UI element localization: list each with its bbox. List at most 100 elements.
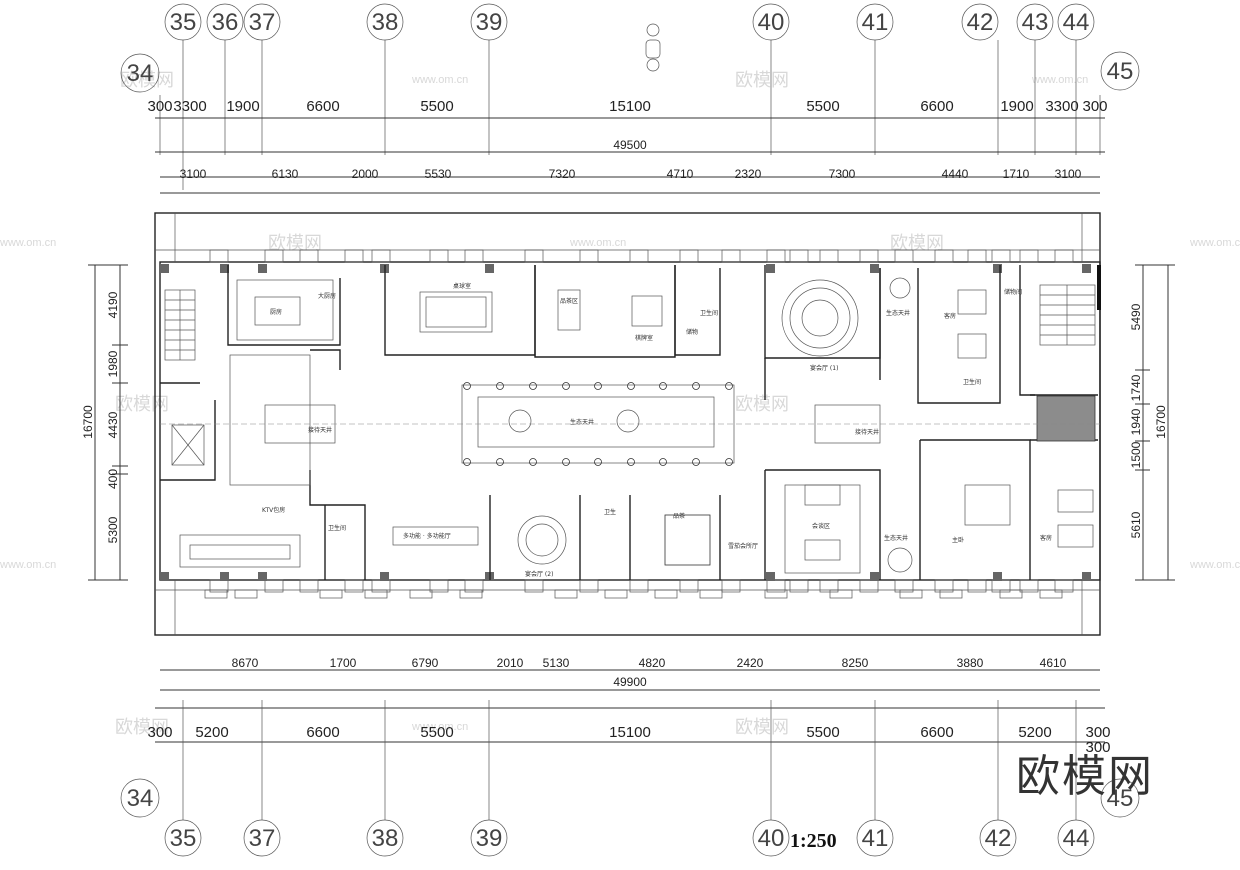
grid-bubble: 35	[164, 819, 202, 857]
svg-text:雪茄会所厅: 雪茄会所厅	[728, 542, 758, 550]
grid-bubble-label: 40	[758, 9, 785, 36]
dimension-label: 1900	[1000, 98, 1033, 115]
dimension-lines-bottom	[155, 669, 1105, 743]
dimension-label: 1740	[1129, 374, 1143, 401]
grid-bubble-label: 44	[1063, 825, 1090, 852]
dimension-label: 4820	[639, 656, 666, 670]
svg-text:卫生: 卫生	[604, 508, 616, 516]
dimension-label: 3880	[957, 656, 984, 670]
svg-text:45: 45	[1107, 58, 1134, 85]
svg-text:多功能 · 多功能厅: 多功能 · 多功能厅	[403, 532, 451, 540]
grid-lines-top	[159, 40, 1101, 190]
svg-text:主卧: 主卧	[952, 536, 964, 544]
room-bedroom-1: 客房 储物间 卫生间	[944, 288, 1022, 386]
svg-text:生态天井: 生态天井	[884, 534, 908, 542]
dimension-label: 5610	[1129, 511, 1143, 538]
dimension-label: 8250	[842, 656, 869, 670]
svg-text:KTV包房: KTV包房	[262, 506, 285, 514]
room-lounge: 雪茄会所厅	[728, 542, 758, 550]
bottom-total-dimension: 49900	[613, 675, 647, 689]
watermarks: 欧模网 www.om.cn 欧模网 www.om.cn www.om.cn 欧模…	[0, 70, 1240, 737]
grid-bubble-label: 42	[985, 825, 1012, 852]
dimension-label: 6600	[306, 98, 339, 115]
brand-logo: 欧模网	[1016, 751, 1154, 802]
room-light-well: 生态天井	[886, 277, 911, 317]
grid-bubble-label: 36	[212, 9, 239, 36]
dimension-label: 5200	[1018, 724, 1051, 741]
dimension-label: 1710	[1003, 167, 1030, 181]
dimension-label: 300	[1082, 98, 1107, 115]
svg-text:储物: 储物	[686, 328, 698, 336]
grid-lines-bottom	[182, 700, 1077, 820]
dimension-label: 300	[1085, 739, 1110, 756]
svg-text:卫生间: 卫生间	[963, 378, 981, 386]
watermark: 欧模网	[115, 394, 169, 414]
watermark-url: www.om.cn	[411, 721, 468, 733]
scale-label: 1:250	[790, 830, 837, 852]
top-total-dimension: 49500	[613, 138, 647, 152]
grid-bubble: 39	[470, 819, 508, 857]
svg-text:34: 34	[127, 785, 154, 812]
watermark-url: www.om.cn	[0, 237, 56, 249]
dimension-label: 1500	[1129, 441, 1143, 468]
dimension-label: 4610	[1040, 656, 1067, 670]
dimension-label: 2320	[735, 167, 762, 181]
chair-symbol-icon	[645, 23, 661, 72]
grid-bubble: 40	[752, 3, 790, 41]
dimension-lines-top	[155, 117, 1105, 194]
room-billiard: 桌球室	[419, 282, 493, 333]
svg-text:品茶: 品茶	[673, 512, 685, 520]
grid-bubble: 38	[366, 3, 404, 41]
grid-bubble-label: 38	[372, 825, 399, 852]
svg-text:45: 45	[1107, 785, 1134, 812]
svg-text:宴会厅 (2): 宴会厅 (2)	[525, 570, 553, 578]
dimension-label: 5500	[806, 724, 839, 741]
grid-bubble: 42	[961, 3, 999, 41]
grid-bubble: 38	[366, 819, 404, 857]
grid-bubble: 41	[856, 819, 894, 857]
svg-text:卫生间: 卫生间	[700, 309, 718, 317]
dimension-label: 4710	[667, 167, 694, 181]
grid-bubble-label: 35	[170, 9, 197, 36]
side-bubble: 34	[120, 778, 160, 818]
grid-bubble: 43	[1016, 3, 1054, 41]
grid-bubble-label: 37	[249, 9, 276, 36]
room-reception-courtyard: 接待天井	[229, 354, 336, 486]
dimension-label: 6600	[920, 724, 953, 741]
grid-bubble: 44	[1057, 819, 1095, 857]
grid-bubble-label: 39	[476, 825, 503, 852]
svg-text:接待天井: 接待天井	[308, 426, 332, 434]
dimension-label: 5300	[106, 516, 120, 543]
dimension-label: 2010	[497, 656, 524, 670]
dimension-label: 1700	[330, 656, 357, 670]
dimension-label: 2000	[352, 167, 379, 181]
room-master: 主卧	[952, 484, 1011, 544]
svg-text:会谈区: 会谈区	[812, 522, 830, 530]
room-bedroom-2: 客房	[1040, 489, 1094, 548]
side-bubble: 45	[1100, 51, 1140, 91]
svg-text:棋牌室: 棋牌室	[635, 334, 653, 342]
side-bubble: 45	[1100, 778, 1140, 818]
dimension-label: 300	[147, 724, 172, 741]
svg-text:厨房: 厨房	[270, 308, 282, 316]
stair-right	[1039, 284, 1096, 346]
room-light-well-bottom: 生态天井	[884, 534, 913, 573]
right-total-dimension: 16700	[1154, 405, 1168, 439]
dimension-label: 1900	[226, 98, 259, 115]
interior-walls	[160, 265, 1098, 580]
watermark-url: www.om.cn	[569, 237, 626, 249]
dimension-label: 5490	[1129, 303, 1143, 330]
svg-text:接待天井: 接待天井	[855, 428, 879, 436]
room-toilet-c: 卫生间	[328, 524, 346, 532]
dimension-label: 6130	[272, 167, 299, 181]
dimension-label: 3300	[173, 98, 206, 115]
grid-bubble: 36	[206, 3, 244, 41]
watermark-url: www.om.cn	[1031, 74, 1088, 86]
dimension-label: 4190	[106, 291, 120, 318]
room-tea: 品茶区	[557, 289, 581, 331]
